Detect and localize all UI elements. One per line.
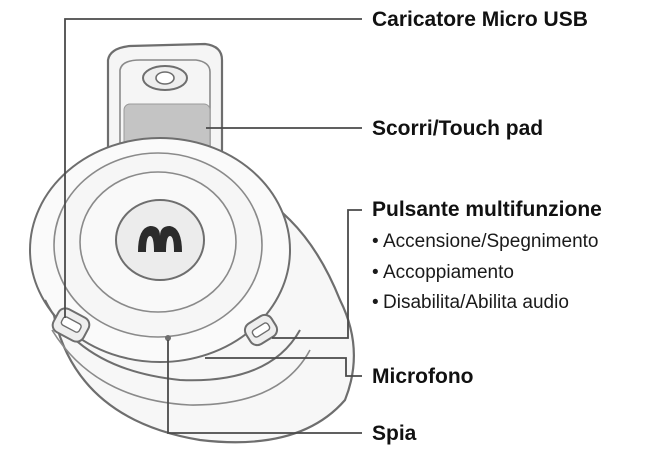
label-indicator: Spia xyxy=(372,422,417,445)
multifunction-item-label: Disabilita/Abilita audio xyxy=(383,292,569,313)
leader-line-microphone xyxy=(205,357,362,377)
multifunction-item: •Disabilita/Abilita audio xyxy=(372,293,569,312)
ear-cup-lower-band-2 xyxy=(51,329,311,406)
multifunction-item: •Accoppiamento xyxy=(372,263,514,282)
micro-usb-port-slot xyxy=(60,316,82,333)
bullet: • xyxy=(372,292,379,313)
bullet: • xyxy=(372,231,379,252)
label-multifunction: Pulsante multifunzione xyxy=(372,198,602,221)
leader-line-micro-usb xyxy=(64,18,362,318)
side-button-slot xyxy=(251,322,271,338)
multifunction-item-label: Accensione/Spegnimento xyxy=(383,231,599,252)
label-touch-pad: Scorri/Touch pad xyxy=(372,117,544,140)
leader-line-indicator xyxy=(167,340,362,434)
hinge-knob-center xyxy=(155,71,175,85)
label-microphone: Microfono xyxy=(372,365,474,388)
leader-line-multifunction xyxy=(272,209,362,339)
multifunction-item: •Accensione/Spegnimento xyxy=(372,232,598,251)
multifunction-item-label: Accoppiamento xyxy=(383,262,514,283)
bullet: • xyxy=(372,262,379,283)
indicator-dot xyxy=(165,335,171,341)
label-micro-usb: Caricatore Micro USB xyxy=(372,8,588,31)
monster-logo-icon xyxy=(138,226,182,252)
